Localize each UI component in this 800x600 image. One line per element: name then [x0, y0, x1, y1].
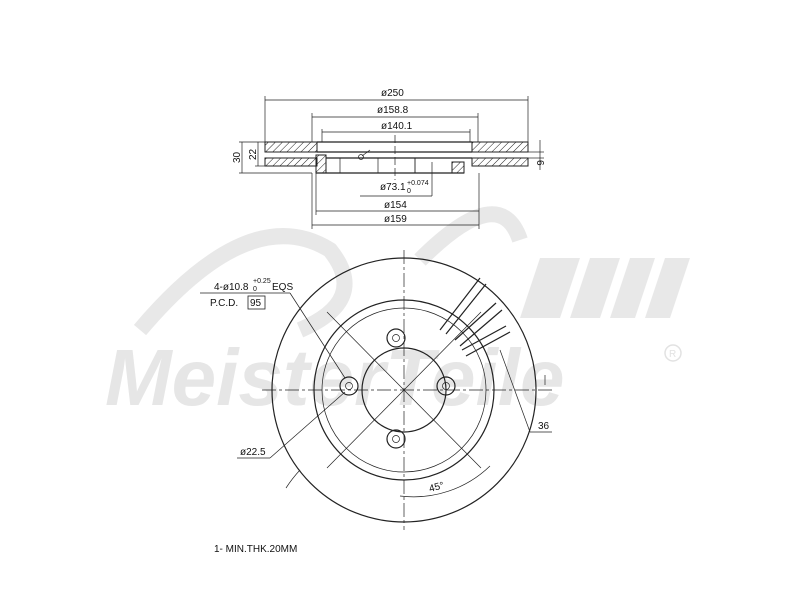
- dim-center-bore-tol-lower: 0: [407, 188, 411, 195]
- svg-text:EQS: EQS: [272, 282, 293, 293]
- svg-text:MeisterTeile: MeisterTeile: [105, 333, 564, 422]
- dim-total-height: 30: [232, 151, 243, 163]
- watermark-logo: MeisterTeile R: [105, 206, 690, 422]
- hole-diameter: ø22.5: [240, 447, 266, 458]
- dim-159: ø159: [384, 214, 407, 225]
- dim-outer-diameter: ø250: [381, 88, 404, 99]
- pcd-value: 95: [250, 298, 262, 309]
- svg-text:R: R: [669, 349, 676, 360]
- pcd-label: P.C.D.: [210, 298, 238, 309]
- dim-disc-thickness: 22: [248, 148, 259, 160]
- dim-center-bore-tol-upper: +0.074: [407, 180, 429, 187]
- dim-center-bore: ø73.1: [380, 182, 406, 193]
- angle-label: 45°: [428, 480, 445, 495]
- bolt-holes-label: 4-ø10.8: [214, 282, 249, 293]
- svg-text:0: 0: [253, 286, 257, 293]
- dim-hat-diameter: ø158.8: [377, 105, 409, 116]
- min-thickness-note: 1- MIN.THK.20MM: [214, 544, 297, 555]
- front-view: 4-ø10.8 +0.25 0 EQS P.C.D. 95 ø22.5 36 4…: [200, 250, 552, 530]
- dim-inner-hat-diameter: ø140.1: [381, 121, 413, 132]
- svg-text:+0.25: +0.25: [253, 278, 271, 285]
- section-view: ø250 ø158.8 ø140.1 ø73.1 +0.074 0 ø154 ø…: [232, 88, 545, 229]
- vane-count: 36: [538, 421, 550, 432]
- vanes: [439, 277, 511, 357]
- dim-vent-gap: 6: [534, 160, 545, 166]
- bolt-holes: [339, 328, 456, 449]
- dim-154: ø154: [384, 200, 407, 211]
